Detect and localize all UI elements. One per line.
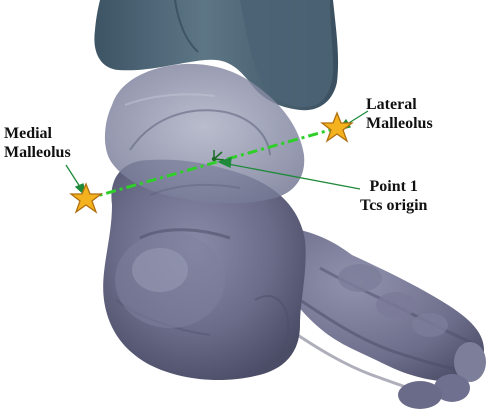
label-point-line1: Point 1: [360, 177, 427, 196]
label-point-origin: Point 1 Tcs origin: [360, 177, 427, 215]
label-point-line2: Tcs origin: [360, 196, 427, 215]
label-medial-malleolus: Medial Malleolus: [4, 124, 71, 162]
star-marker-icon: [322, 113, 352, 141]
label-lateral-line1: Lateral: [366, 95, 433, 114]
label-lateral-line2: Malleolus: [366, 114, 433, 133]
label-medial-line2: Malleolus: [4, 143, 71, 162]
label-lateral-malleolus: Lateral Malleolus: [366, 95, 433, 133]
star-marker-icon: [71, 184, 101, 212]
label-medial-line1: Medial: [4, 124, 71, 143]
